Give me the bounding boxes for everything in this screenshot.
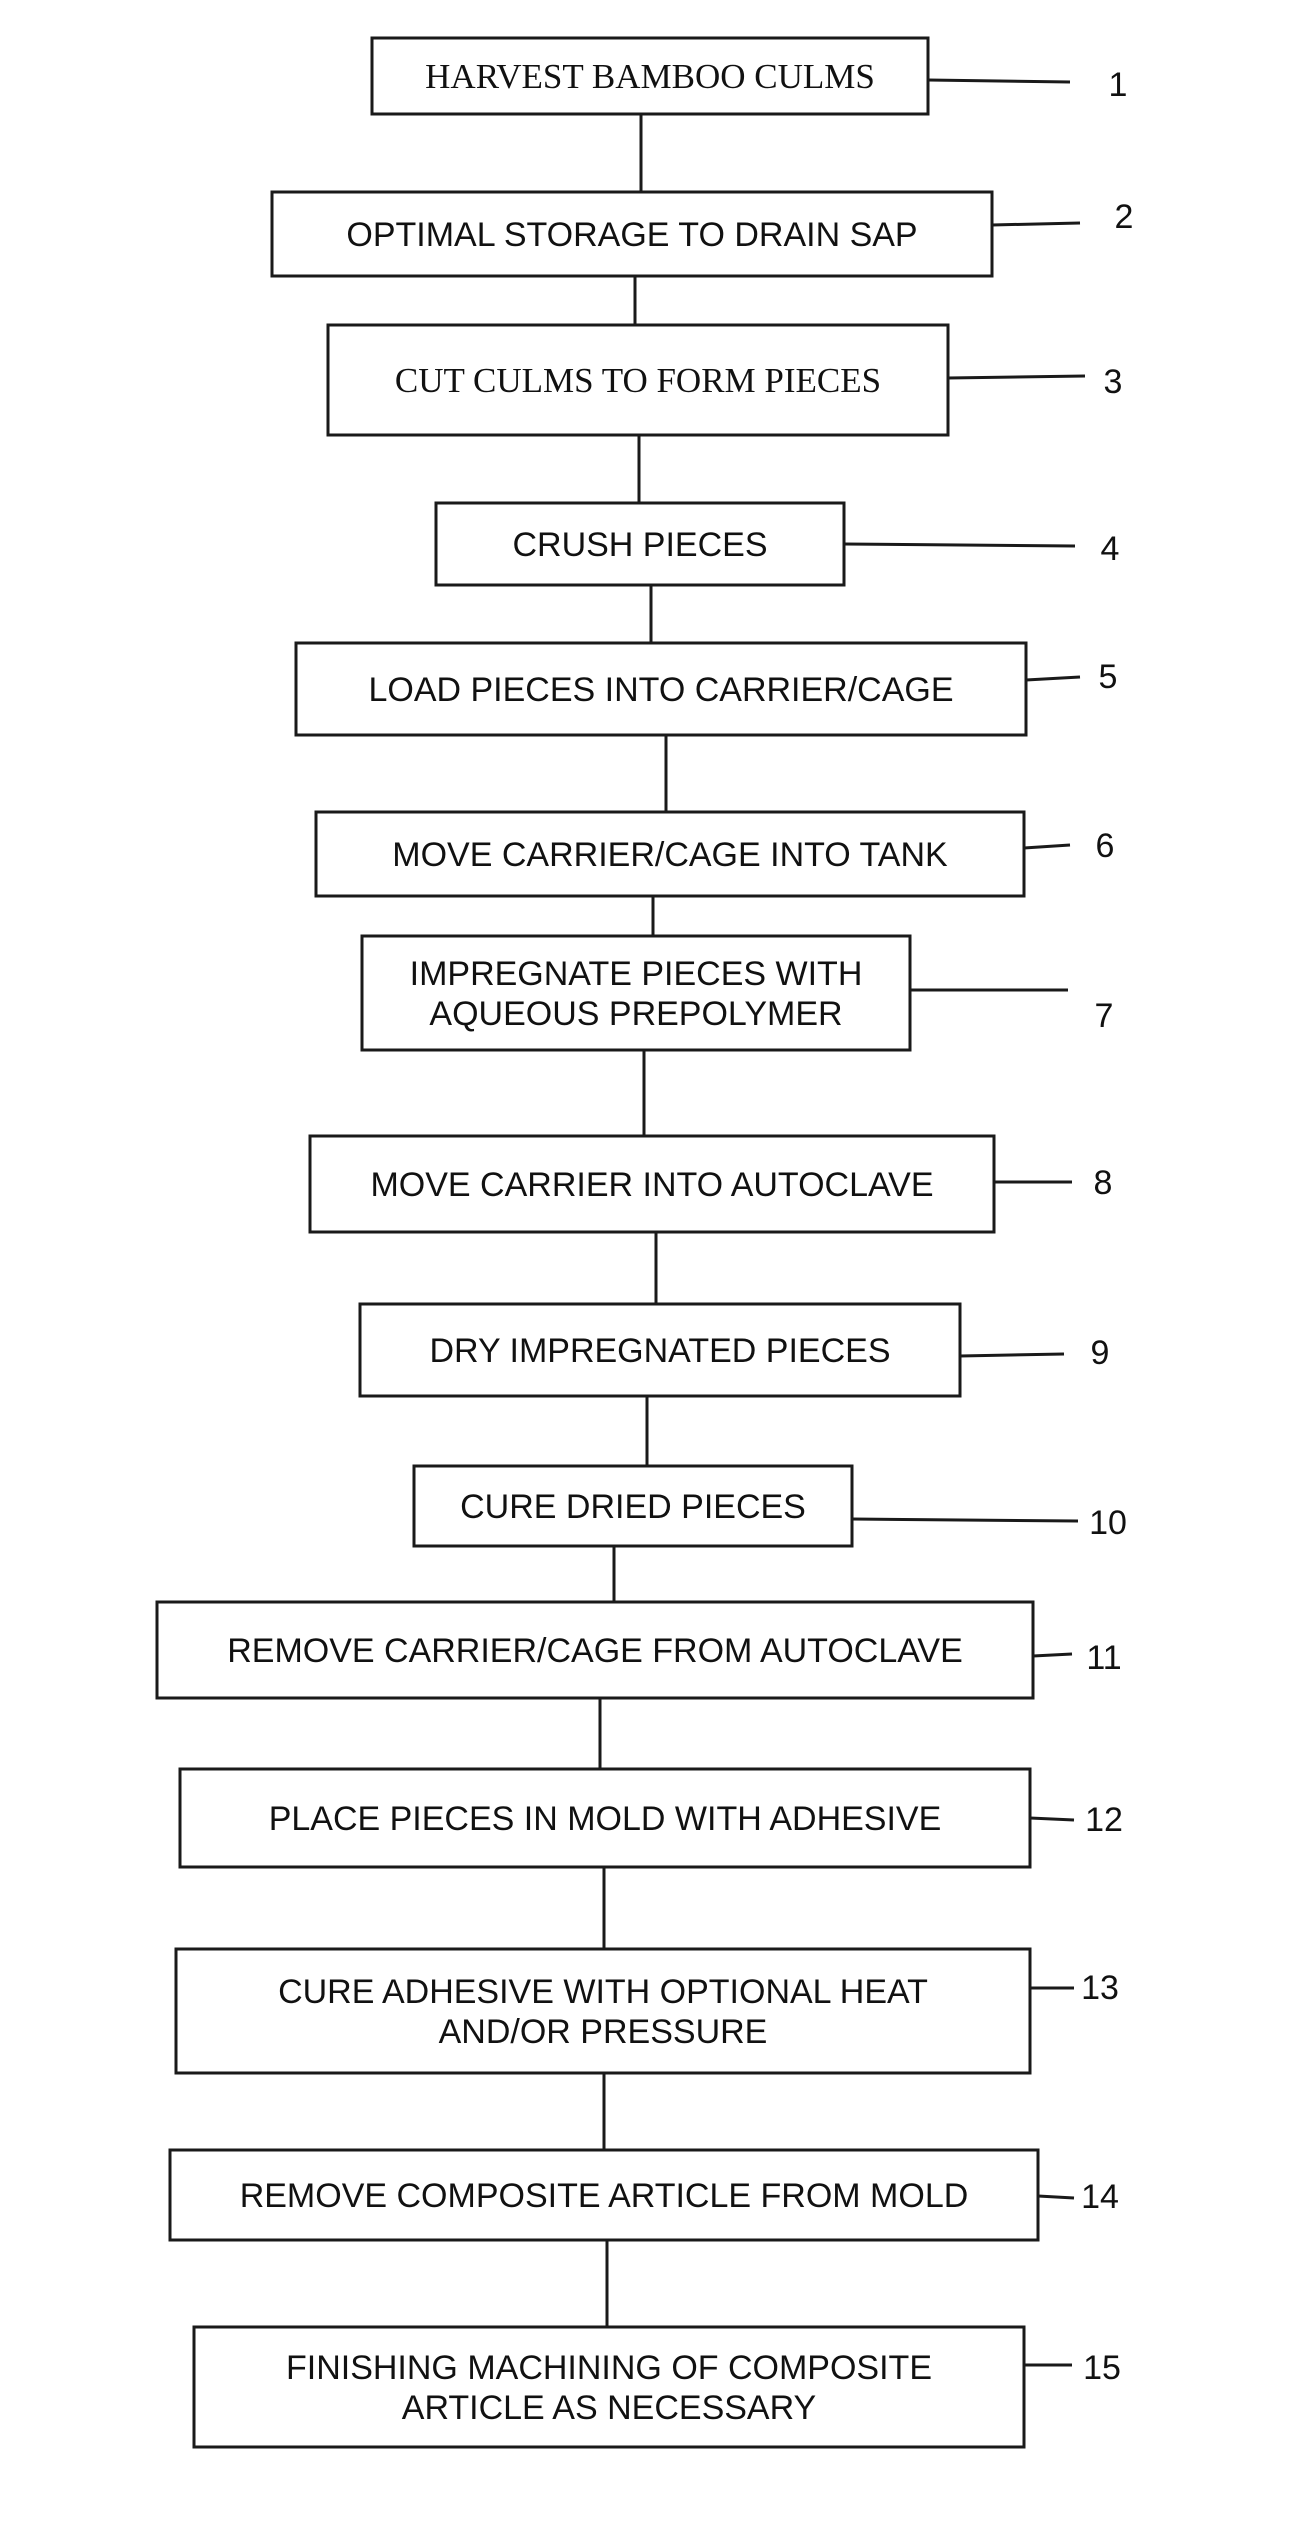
step-label-line: CUT CULMS TO FORM PIECES [395,361,881,400]
reference-number: 14 [1081,2178,1119,2216]
step-8: MOVE CARRIER INTO AUTOCLAVE [310,1136,994,1232]
reference-leader-9 [960,1354,1064,1356]
step-3: CUT CULMS TO FORM PIECES [328,325,948,435]
reference-number: 7 [1095,997,1114,1035]
reference-number: 11 [1086,1639,1121,1677]
step-label-line: HARVEST BAMBOO CULMS [425,57,875,96]
step-label-line: CURE DRIED PIECES [460,1488,806,1526]
step-label-line: ARTICLE AS NECESSARY [402,2389,816,2427]
step-9: DRY IMPREGNATED PIECES [360,1304,960,1396]
step-10: CURE DRIED PIECES [414,1466,852,1546]
step-label-line: REMOVE COMPOSITE ARTICLE FROM MOLD [240,2177,969,2215]
step-label-line: PLACE PIECES IN MOLD WITH ADHESIVE [269,1800,942,1838]
step-13: CURE ADHESIVE WITH OPTIONAL HEATAND/OR P… [176,1949,1030,2073]
step-label-line: OPTIMAL STORAGE TO DRAIN SAP [346,216,917,254]
reference-leader-14 [1038,2196,1074,2198]
step-box [176,1949,1030,2073]
reference-number: 3 [1104,363,1123,401]
step-label-line: MOVE CARRIER INTO AUTOCLAVE [370,1166,933,1204]
step-label-line: REMOVE CARRIER/CAGE FROM AUTOCLAVE [227,1632,963,1670]
reference-number: 10 [1089,1504,1127,1542]
step-11: REMOVE CARRIER/CAGE FROM AUTOCLAVE [157,1602,1033,1698]
reference-leader-4 [844,544,1075,546]
step-2: OPTIMAL STORAGE TO DRAIN SAP [272,192,992,276]
reference-leader-10 [852,1519,1078,1521]
step-box [194,2327,1024,2447]
step-label-line: MOVE CARRIER/CAGE INTO TANK [392,836,948,874]
reference-leader-6 [1024,845,1070,848]
reference-number: 8 [1094,1164,1113,1202]
reference-leader-1 [928,80,1070,82]
reference-number: 4 [1101,530,1120,568]
step-label-line: IMPREGNATE PIECES WITH [410,955,863,993]
reference-leader-5 [1026,677,1080,680]
reference-leader-12 [1030,1818,1074,1820]
step-7: IMPREGNATE PIECES WITHAQUEOUS PREPOLYMER [362,936,910,1050]
reference-leader-3 [948,376,1085,378]
step-boxes: HARVEST BAMBOO CULMS OPTIMAL STORAGE TO D… [157,38,1038,2447]
step-14: REMOVE COMPOSITE ARTICLE FROM MOLD [170,2150,1038,2240]
step-label-line: AQUEOUS PREPOLYMER [429,995,842,1033]
step-label-line: AND/OR PRESSURE [439,2013,768,2051]
step-4: CRUSH PIECES [436,503,844,585]
reference-number: 15 [1083,2349,1121,2387]
step-label-line: LOAD PIECES INTO CARRIER/CAGE [368,671,953,709]
reference-number: 6 [1096,827,1115,865]
step-15: FINISHING MACHINING OF COMPOSITEARTICLE … [194,2327,1024,2447]
reference-number: 2 [1115,198,1134,236]
reference-leader-11 [1033,1654,1072,1656]
reference-number: 12 [1085,1801,1123,1839]
step-5: LOAD PIECES INTO CARRIER/CAGE [296,643,1026,735]
reference-number: 13 [1081,1969,1119,2007]
step-label-line: CRUSH PIECES [512,526,767,564]
step-label-line: CURE ADHESIVE WITH OPTIONAL HEAT [278,1973,928,2011]
reference-leader-2 [992,223,1080,225]
step-6: MOVE CARRIER/CAGE INTO TANK [316,812,1024,896]
step-12: PLACE PIECES IN MOLD WITH ADHESIVE [180,1769,1030,1867]
step-1: HARVEST BAMBOO CULMS [372,38,928,114]
step-label-line: FINISHING MACHINING OF COMPOSITE [286,2349,932,2387]
reference-number: 1 [1109,66,1128,104]
step-label-line: DRY IMPREGNATED PIECES [430,1332,891,1370]
reference-number: 5 [1099,658,1118,696]
reference-number: 9 [1091,1334,1110,1372]
